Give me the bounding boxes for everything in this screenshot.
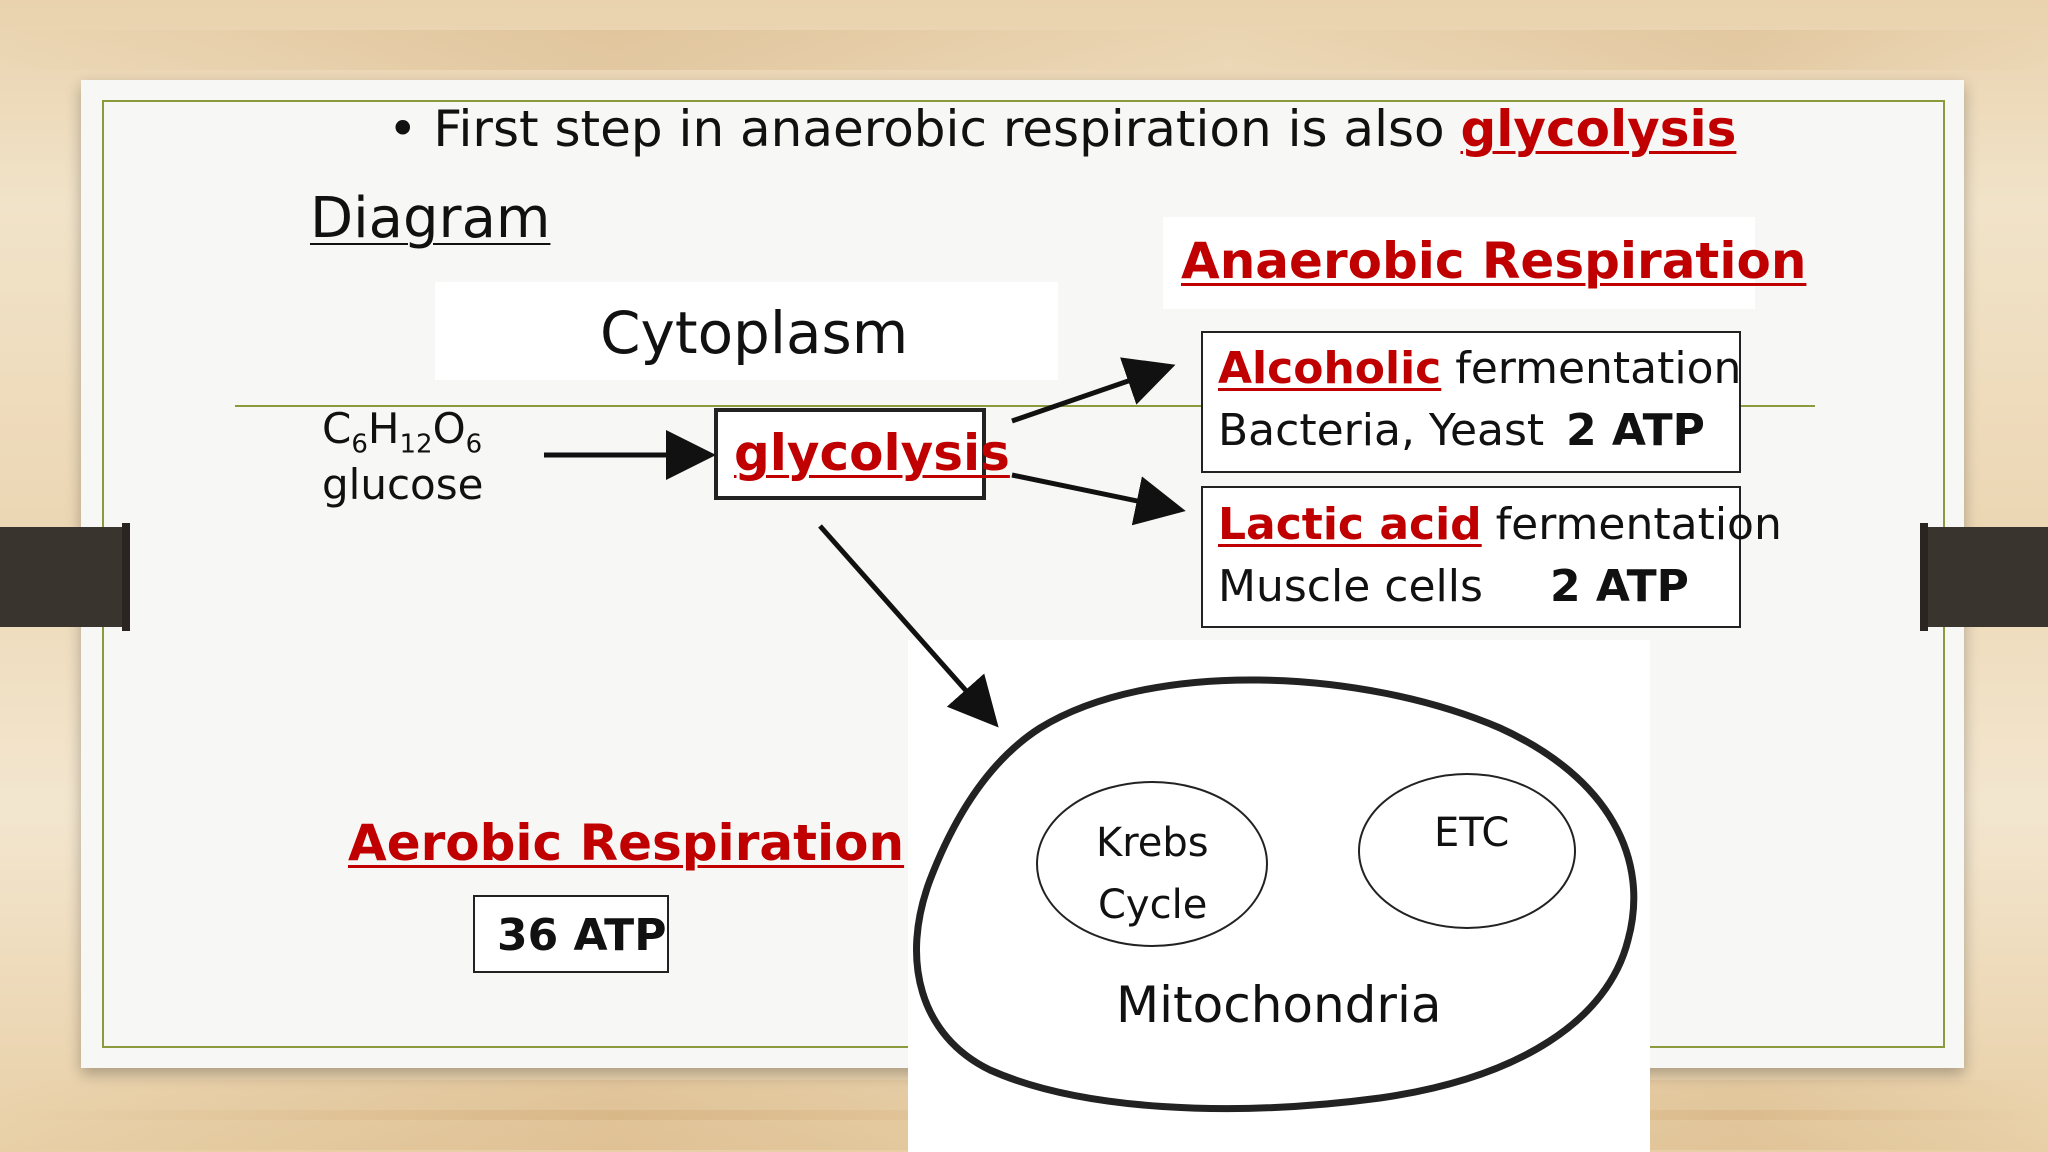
arrow-to-alcoholic <box>1011 357 1176 424</box>
formula-h-sub: 12 <box>399 429 433 460</box>
formula-o: O <box>432 404 466 453</box>
lactic-organisms: Muscle cells <box>1218 561 1483 612</box>
alcoholic-fermentation-line: Alcoholic fermentation <box>1218 343 1741 394</box>
arrow-to-mitochondria <box>818 524 999 728</box>
cytoplasm-boundary-line <box>235 405 1815 407</box>
etc-label: ETC <box>1434 810 1510 856</box>
aerobic-atp-box <box>473 895 669 973</box>
lactic-atp: 2 ATP <box>1550 561 1689 612</box>
bullet-text: First step in anaerobic respiration is a… <box>433 100 1461 158</box>
anaerobic-title-bg <box>1163 217 1755 309</box>
cytoplasm-label-bg <box>435 282 1058 380</box>
aerobic-title: Aerobic Respiration <box>348 814 905 872</box>
binder-clip-left <box>0 523 130 631</box>
krebs-label-line1: Krebs <box>1096 820 1209 866</box>
formula-o-sub: 6 <box>465 429 483 460</box>
formula-c-sub: 6 <box>351 429 368 460</box>
alcoholic-atp: 2 ATP <box>1566 405 1705 456</box>
formula-c: C <box>322 404 352 453</box>
lactic-fermentation-line: Lactic acid fermentation <box>1218 499 1782 550</box>
glucose-formula: C6H12O6 <box>322 404 482 459</box>
etc-ellipse <box>1358 773 1576 929</box>
lactic-rest: fermentation <box>1481 499 1782 550</box>
lactic-highlight: Lactic acid <box>1218 499 1482 550</box>
glycolysis-label: glycolysis <box>734 424 1010 482</box>
bullet-line: • First step in anaerobic respiration is… <box>388 100 1736 158</box>
krebs-label-line2: Cycle <box>1098 882 1208 928</box>
arrow-to-lactic <box>1011 472 1186 526</box>
mitochondria-bg <box>908 640 1650 1152</box>
alcoholic-fermentation-box <box>1201 331 1741 473</box>
diagram-heading: Diagram <box>310 186 551 251</box>
bullet-dot: • <box>388 100 434 158</box>
anaerobic-title: Anaerobic Respiration <box>1181 232 1807 290</box>
alcoholic-organisms: Bacteria, Yeast <box>1218 405 1545 456</box>
glycolysis-box <box>714 408 986 500</box>
krebs-cycle-ellipse <box>1036 781 1268 947</box>
aerobic-atp: 36 ATP <box>497 910 667 961</box>
mitochondria-label: Mitochondria <box>1116 976 1442 1034</box>
mitochondria-outline <box>913 676 1638 1113</box>
binder-clip-right <box>1920 523 2048 631</box>
cytoplasm-label: Cytoplasm <box>600 299 909 367</box>
alcoholic-highlight: Alcoholic <box>1218 343 1442 394</box>
lactic-fermentation-box <box>1201 486 1741 628</box>
bullet-highlight-glycolysis: glycolysis <box>1460 100 1737 158</box>
glucose-name: glucose <box>322 460 484 509</box>
alcoholic-rest: fermentation <box>1441 343 1742 394</box>
formula-h: H <box>367 404 400 453</box>
